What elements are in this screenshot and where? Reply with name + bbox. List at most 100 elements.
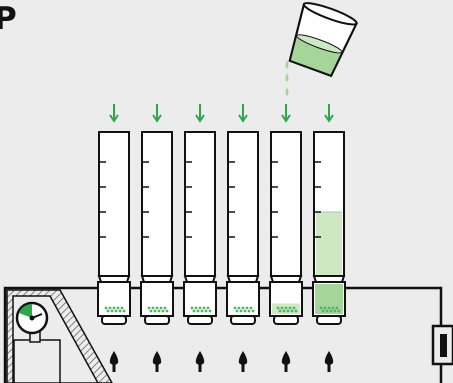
sorbent-dot [190, 306, 194, 310]
sorbent-dot [280, 306, 284, 310]
sorbent-dot [149, 309, 153, 313]
sorbent-dot [118, 309, 122, 313]
spe-column [97, 104, 131, 372]
down-arrow-icon [109, 104, 119, 123]
sorbent-dot [106, 309, 110, 313]
luer-fitting [144, 315, 170, 325]
sorbent-dot [204, 309, 208, 313]
sorbent-dot [233, 306, 237, 310]
sorbent-dot [163, 306, 167, 310]
column-tube [98, 131, 130, 277]
drip-outlet-icon [152, 351, 162, 372]
sorbent-dot [321, 309, 325, 313]
sorbent-dot [104, 306, 108, 310]
sorbent-dot [329, 309, 333, 313]
sorbent-dot [200, 309, 204, 313]
luer-fitting [316, 315, 342, 325]
sorbent-dot [151, 306, 155, 310]
spe-column [183, 104, 217, 372]
column-tube [184, 131, 216, 277]
sorbent-dot [198, 306, 202, 310]
sorbent-dot [108, 306, 112, 310]
luer-fitting [273, 315, 299, 325]
spe-column [226, 104, 260, 372]
sorbent-dot [323, 306, 327, 310]
liquid-drop-icon [285, 87, 289, 96]
pressure-gauge-icon [15, 301, 49, 335]
spe-column [312, 104, 346, 372]
sorbent-dot [286, 309, 290, 313]
sorbent-dot [327, 306, 331, 310]
sorbent-dot [276, 306, 280, 310]
sorbent-dot [245, 306, 249, 310]
sorbent-dot [333, 309, 337, 313]
down-arrow-icon [195, 104, 205, 123]
column-liquid [316, 212, 342, 276]
sorbent-dot [288, 306, 292, 310]
sorbent-dot [251, 309, 255, 313]
sorbent-dot [114, 309, 118, 313]
pouring-beaker-icon [288, 2, 358, 78]
sorbent-dot [241, 306, 245, 310]
drip-outlet-icon [324, 351, 334, 372]
sorbent-dot [155, 306, 159, 310]
column-tube [270, 131, 302, 277]
sorbent-dot [206, 306, 210, 310]
column-tube [141, 131, 173, 277]
luer-fitting [187, 315, 213, 325]
sorbent-dot [165, 309, 169, 313]
sorbent-dot [284, 306, 288, 310]
sorbent-dot [247, 309, 251, 313]
side-valve-icon [431, 324, 453, 366]
liquid-drop-icon [285, 73, 289, 82]
sorbent-dot [292, 306, 296, 310]
liquid-drop-icon [285, 60, 289, 69]
sorbent-dot [278, 309, 282, 313]
spe-columns [97, 104, 346, 372]
sorbent-dot [243, 309, 247, 313]
drip-outlet-icon [281, 351, 291, 372]
sorbent-dot [194, 306, 198, 310]
step-label: P [0, 1, 17, 37]
column-tube [227, 131, 259, 277]
sorbent-dot [290, 309, 294, 313]
sorbent-dot [112, 306, 116, 310]
down-arrow-icon [281, 104, 291, 123]
sorbent-dot [122, 309, 126, 313]
sorbent-dot [331, 306, 335, 310]
drip-outlet-icon [195, 351, 205, 372]
luer-fitting [230, 315, 256, 325]
drip-outlet-icon [109, 351, 119, 372]
down-arrow-icon [238, 104, 248, 123]
sorbent-dot [249, 306, 253, 310]
pressure-gauge-housing [6, 289, 113, 383]
sorbent-dot [282, 309, 286, 313]
sorbent-dot [110, 309, 114, 313]
sorbent-dot [120, 306, 124, 310]
cartridge-liquid [315, 284, 343, 314]
sorbent-dot [337, 309, 341, 313]
sorbent-dot [235, 309, 239, 313]
sorbent-dot [325, 309, 329, 313]
sorbent-dot [294, 309, 298, 313]
sorbent-dot [159, 306, 163, 310]
luer-fitting [101, 315, 127, 325]
drip-outlet-icon [238, 351, 248, 372]
sorbent-dot [237, 306, 241, 310]
down-arrow-icon [324, 104, 334, 123]
falling-drops [285, 60, 289, 96]
sorbent-dot [147, 306, 151, 310]
sorbent-dot [192, 309, 196, 313]
sorbent-dot [202, 306, 206, 310]
sorbent-dot [153, 309, 157, 313]
sorbent-dot [208, 309, 212, 313]
spe-column [269, 104, 303, 372]
sorbent-dot [319, 306, 323, 310]
sorbent-dot [196, 309, 200, 313]
spe-column [140, 104, 174, 372]
sorbent-dot [157, 309, 161, 313]
sorbent-dot [161, 309, 165, 313]
sorbent-dot [239, 309, 243, 313]
down-arrow-icon [152, 104, 162, 123]
